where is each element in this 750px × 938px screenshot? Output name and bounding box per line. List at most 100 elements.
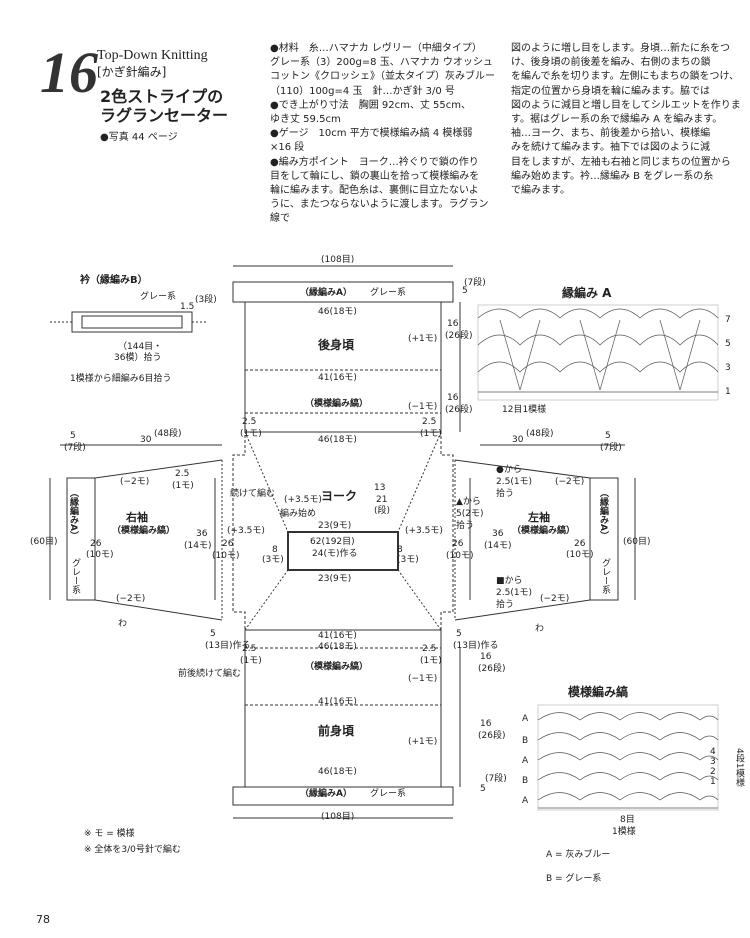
gusset-right-len: 5 xyxy=(456,629,462,639)
instructions-column-1: ●材料 糸…ハマナカ レヴリー（中細タイプ） グレー系（3）200g=8 玉、ハ… xyxy=(270,42,496,227)
chart-a-diagram xyxy=(477,304,719,401)
right-sleeve-upper-width: 36 xyxy=(196,529,208,539)
front-edge-label: （縁編みA） xyxy=(300,789,352,799)
back-edge-rows: (7段) xyxy=(464,278,486,288)
back-gusset-left-len: 2.5 xyxy=(242,417,257,427)
front-gusset-left-m: (1モ) xyxy=(240,656,262,666)
front-lower-length: 16 xyxy=(480,719,492,729)
stripe-row-4: 4 xyxy=(710,747,716,757)
instruction-line: みを続けて編みます。袖下では図のように減 xyxy=(511,142,710,154)
stripe-repeat-2: 1模様 xyxy=(612,827,636,837)
footnote: ※ 全体を3/0号針で編む xyxy=(84,845,181,855)
right-sleeve-sixty: (60目) xyxy=(30,537,58,547)
collar-color: グレー系 xyxy=(140,292,177,302)
right-sleeve-edge-label: （縁編みA） xyxy=(68,488,78,540)
stripe-row-label-a3: A xyxy=(522,796,529,806)
stripe-row-3: 3 xyxy=(710,757,716,767)
left-sleeve-sixty: (60目) xyxy=(623,537,651,547)
front-edge-color: グレー系 xyxy=(370,789,407,799)
collar-rows: (3段) xyxy=(195,295,217,305)
pattern-number: 16 xyxy=(40,40,98,105)
instruction-line: ●編み方ポイント ヨーク…衿ぐりで鎖の作り xyxy=(270,156,479,168)
bottom-width: (108目) xyxy=(321,812,355,822)
legend-b: B = グレー系 xyxy=(546,874,602,884)
left-sleeve-edge-label: （縁編みA） xyxy=(598,488,608,540)
left-sleeve-edge-color: グレー系 xyxy=(600,558,610,594)
right-sleeve-cuff-m: (10モ) xyxy=(86,550,114,560)
chart-a-repeat: 12目1模様 xyxy=(502,405,547,415)
front-gusset-right-len: 2.5 xyxy=(422,644,437,654)
yoke-increase-lower-left: (+3.5モ) xyxy=(227,526,265,536)
instruction-line: 図のように増し目をします。身頃…新たに糸をつ xyxy=(511,43,730,54)
chart-a-row-7: 7 xyxy=(725,315,731,325)
left-sleeve-cuff-m: (10モ) xyxy=(566,550,594,560)
back-upper-length: 16 xyxy=(447,319,459,329)
chart-a-row-1: 1 xyxy=(725,387,731,397)
yoke-increase-lower-right: (+3.5モ) xyxy=(405,526,443,536)
yoke-rows-paren: (段) xyxy=(374,506,391,516)
left-sleeve-pick-2: 拾う xyxy=(456,521,475,531)
stripe-chart-title: 模様編み縞 xyxy=(568,685,629,699)
gusset-left-len: 5 xyxy=(210,629,216,639)
instruction-line: ●材料 糸…ハマナカ レヴリー（中細タイプ） xyxy=(270,43,482,54)
back-lower-length: 16 xyxy=(447,393,459,403)
yoke-height: 13 xyxy=(374,483,386,493)
front-upper-rows: (26段) xyxy=(478,664,506,674)
left-sleeve-pickup-3: 2.5(1モ) xyxy=(496,588,533,598)
right-sleeve-round: わ xyxy=(118,619,128,629)
chart-a-row-5: 5 xyxy=(725,339,731,349)
front-edge-height: 5 xyxy=(480,784,486,794)
instruction-line: を編んで糸を切ります。左側にもまちの鎖をつけ、 xyxy=(511,71,739,83)
back-lower-width-46: 46(18モ) xyxy=(318,435,357,445)
back-pattern-label: （模様編み縞） xyxy=(305,399,369,409)
gusset-right-make: (13目)作る xyxy=(453,641,499,651)
back-upper-rows: (26段) xyxy=(445,331,473,341)
front-back-continue-note: 前後続けて編む xyxy=(178,669,242,679)
instruction-line: うに、またつならないように渡します。ラグラン線で xyxy=(270,199,489,225)
stripe-row-label-a1: A xyxy=(522,714,529,724)
front-decrease: (−1モ) xyxy=(408,674,438,684)
front-width-41: 41(16モ) xyxy=(318,631,357,641)
left-sleeve-cuff-width: 26 xyxy=(574,539,586,549)
collar-height: 1.5 xyxy=(180,302,195,312)
neck-side-left-8: 8 xyxy=(272,545,278,555)
left-sleeve-from-dot: ●から xyxy=(496,465,522,475)
instructions-column-2: 図のように増し目をします。身頃…新たに糸をつ け、後身頃の前後差を編み、右側のま… xyxy=(511,42,745,198)
stripe-row-label-b2: B xyxy=(522,776,529,786)
right-sleeve-decrease-top: (−2モ) xyxy=(120,477,150,487)
title-line-2: ラグランセーター xyxy=(100,106,229,125)
right-sleeve-length: 30 xyxy=(140,435,152,445)
back-body-title: 後身頃 xyxy=(318,338,355,352)
left-sleeve-from-tri: ▲から xyxy=(456,497,481,507)
neck-lower-width-23: 23(9モ) xyxy=(318,574,352,584)
instruction-line: で編みます。 xyxy=(511,185,570,197)
back-decrease: (−1モ) xyxy=(408,402,438,412)
collar-pickup: （144目・ xyxy=(118,342,163,352)
instruction-line: 目をしますが、左袖も右袖と同じまちの位置から xyxy=(511,156,731,168)
stripe-pattern-diagram xyxy=(537,704,719,811)
stripe-row-1: 1 xyxy=(710,777,716,787)
title-line-1: 2色ストライプの xyxy=(100,87,224,106)
back-gusset-right-len: 2.5 xyxy=(422,417,437,427)
back-gusset-right-m: (1モ) xyxy=(420,429,442,439)
instruction-line: 指定の位置から身頃を輪に編みます。脇では xyxy=(511,85,710,97)
knit-start-label: 編み始め xyxy=(280,509,317,519)
footnotes: ※ モ = 模様 ※ 全体を3/0号針で編む xyxy=(84,826,181,858)
neck-opening xyxy=(287,531,399,571)
yoke-rows-21: 21 xyxy=(376,495,388,505)
left-sleeve-title: 左袖 xyxy=(528,511,550,524)
left-sleeve-rows: (48段) xyxy=(526,429,554,439)
instruction-line: す。裾はグレー系の糸で縁編み A を編みます。 xyxy=(511,114,723,126)
page-number: 78 xyxy=(36,913,50,926)
neck-width-23: 23(9モ) xyxy=(318,521,352,531)
left-sleeve-length: 30 xyxy=(512,435,524,445)
right-sleeve-edge-color: グレー系 xyxy=(70,558,80,594)
yoke-title: ヨーク xyxy=(321,489,358,503)
right-sleeve-edge-len: 5 xyxy=(70,431,76,441)
neck-chain-count: 62(192目) xyxy=(310,537,355,547)
back-increase: (+1モ) xyxy=(408,334,438,344)
stripe-row-label-a2: A xyxy=(522,756,529,766)
instruction-line: 編み始めます。衿…縁編み B をグレー系の糸 xyxy=(511,170,714,182)
collar-note: 1模様から細編み6目拾う xyxy=(70,374,172,384)
